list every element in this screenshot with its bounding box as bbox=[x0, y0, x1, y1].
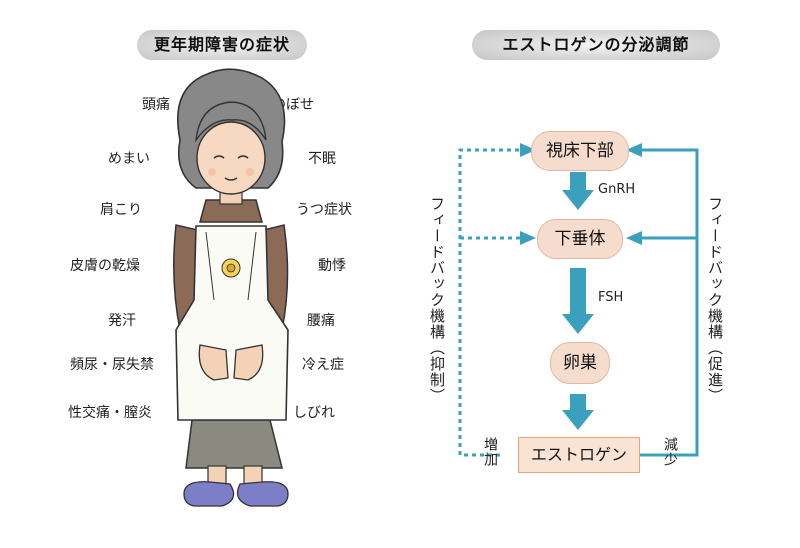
symptoms-title: 更年期障害の症状 bbox=[137, 30, 307, 60]
symptom-numbness: しびれ bbox=[293, 405, 335, 421]
arrow-hypothalamus-to-pituitary bbox=[562, 172, 594, 210]
symptom-dizziness: めまい bbox=[108, 151, 150, 167]
arrow-ovary-to-estrogen bbox=[562, 394, 594, 430]
symptom-frequent-urination: 頻尿・尿失禁 bbox=[70, 357, 154, 373]
symptom-headache: 頭痛 bbox=[142, 97, 170, 113]
symptom-depression: うつ症状 bbox=[296, 202, 352, 218]
label-fsh: FSH bbox=[598, 290, 624, 305]
symptom-hot-flashes: のぼせ bbox=[272, 97, 314, 113]
arrow-pituitary-to-ovary bbox=[562, 268, 594, 334]
node-pituitary: 下垂体 bbox=[537, 219, 623, 259]
label-gnrh: GnRH bbox=[598, 182, 636, 197]
symptom-palpitations: 動悸 bbox=[318, 258, 346, 274]
symptom-insomnia: 不眠 bbox=[308, 151, 336, 167]
symptom-cold-sensitivity: 冷え症 bbox=[302, 357, 344, 373]
symptom-stiff-shoulders: 肩こり bbox=[100, 202, 142, 218]
node-hypothalamus: 視床下部 bbox=[531, 131, 629, 171]
node-ovary: 卵巣 bbox=[550, 342, 610, 384]
feedback-promotion-line bbox=[640, 148, 699, 457]
feedback-promotion-label: フィードバック機構（促進） bbox=[706, 196, 724, 404]
symptom-dry-skin: 皮膚の乾燥 bbox=[70, 258, 140, 274]
label-increase: 増加 bbox=[482, 437, 498, 467]
feedback-suppression-line bbox=[458, 148, 522, 457]
symptom-sweating: 発汗 bbox=[108, 313, 136, 329]
feedback-suppression-label: フィードバック機構（抑制） bbox=[428, 196, 446, 404]
symptom-back-pain: 腰痛 bbox=[307, 313, 335, 329]
symptom-dyspareunia: 性交痛・膣炎 bbox=[68, 405, 152, 421]
label-decrease: 減少 bbox=[662, 437, 678, 467]
regulation-title: エストロゲンの分泌調節 bbox=[472, 30, 720, 60]
node-estrogen: エストロゲン bbox=[518, 437, 640, 473]
